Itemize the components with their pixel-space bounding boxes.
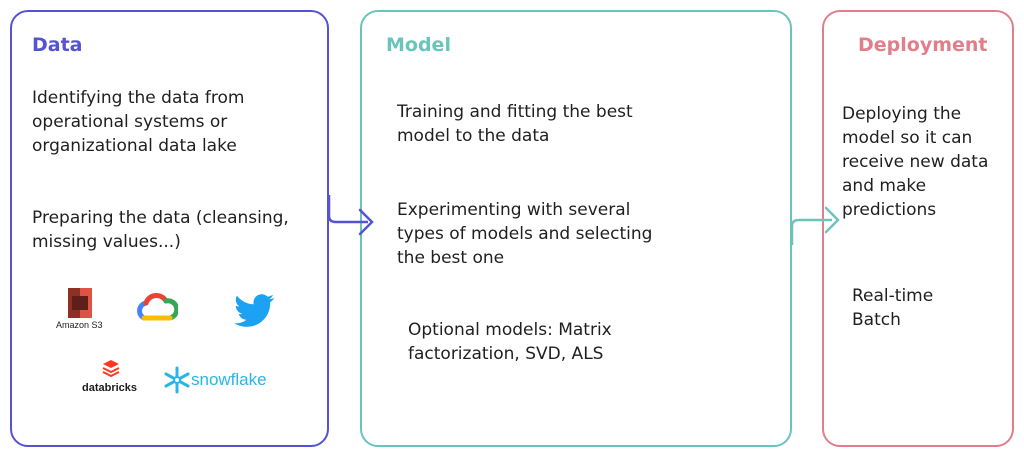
snowflake-icon [164,366,190,394]
google-cloud-icon [137,293,180,321]
databricks-icon [102,360,120,378]
model-text-optional: Optional models: Matrix factorization, S… [408,320,612,364]
databricks-logo: databricks [80,360,142,398]
amazon-s3-icon [68,288,92,318]
twitter-logo [234,294,276,328]
twitter-icon [234,294,275,327]
snowflake-label: snowflake [191,370,267,389]
data-panel [10,10,329,447]
data-text-identify: Identifying the data from operational sy… [32,88,245,156]
deployment-panel [822,10,1014,447]
amazon-s3-label: Amazon S3 [56,320,103,330]
model-panel [360,10,792,447]
deployment-text-modes: Real-time Batch [852,286,934,330]
model-text-experimenting: Experimenting with several types of mode… [397,200,653,268]
amazon-s3-logo: Amazon S3 [54,286,124,332]
snowflake-logo: snowflake [164,364,267,398]
model-text-training: Training and fitting the best model to t… [397,102,633,146]
databricks-label: databricks [82,382,138,394]
deployment-text-deploying: Deploying the model so it can receive ne… [842,104,989,220]
data-text-prepare: Preparing the data (cleansing, missing v… [32,208,289,252]
google-cloud-logo [136,290,180,326]
model-title: Model [386,34,451,56]
data-title: Data [32,34,83,56]
deployment-title: Deployment [858,34,988,56]
